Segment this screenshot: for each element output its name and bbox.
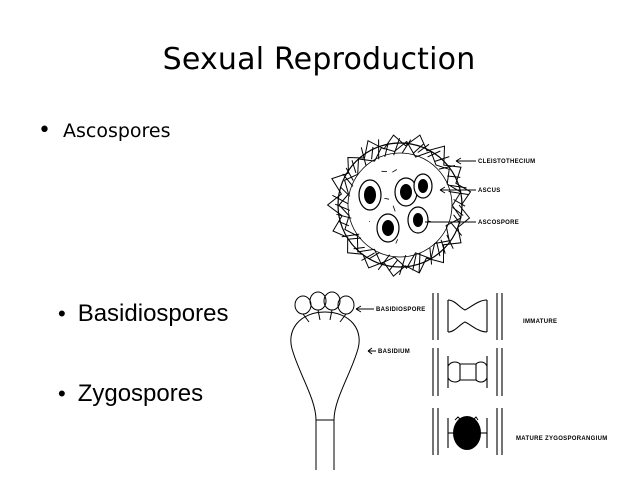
inner-strand	[392, 169, 398, 173]
inner-strand	[392, 205, 396, 212]
inner-strand	[384, 198, 390, 200]
slide-title: Sexual Reproduction	[162, 42, 476, 77]
asci	[358, 173, 433, 243]
mesh-strand	[434, 156, 450, 162]
mesh-strand	[412, 254, 417, 271]
basidium-body	[290, 311, 360, 470]
appendage-mesh	[326, 134, 472, 277]
mesh-strand	[446, 234, 454, 249]
mesh-strand	[341, 233, 360, 238]
mesh-strand	[368, 251, 380, 260]
mesh-strand	[412, 143, 424, 154]
label-mature-zygosporangium: MATURE ZYGOSPORANGIUM	[516, 436, 608, 442]
mesh-strand	[427, 150, 441, 158]
mesh-strand	[353, 246, 365, 250]
bullet-text: Ascospores	[62, 120, 171, 142]
mesh-strand	[335, 203, 351, 211]
mesh-strand	[384, 142, 389, 158]
mesh-strand	[336, 213, 352, 219]
mesh-strand	[448, 191, 470, 196]
bullet-text: Zygospores	[77, 380, 204, 407]
zygo-stage-mature	[432, 408, 503, 455]
basidium-diagram	[290, 291, 376, 470]
label-immature: IMMATURE	[523, 319, 557, 325]
mesh-strand	[438, 165, 456, 170]
mesh-strand	[447, 175, 461, 178]
mesh-strand	[345, 167, 354, 181]
label-cleistothecium: CLEISTOTHECIUM	[478, 159, 535, 165]
bullet-dot-icon: •	[58, 381, 66, 406]
bullet-dot-icon: •	[58, 301, 66, 326]
cleistothecium-diagram: CLEISTOTHECIUM ASCUS ASCOSPORE	[326, 134, 535, 277]
basidiospores	[294, 291, 355, 323]
mesh-strand	[360, 147, 367, 166]
bullet-ascospores: • Ascospores	[38, 118, 171, 143]
label-ascus: ASCUS	[478, 188, 501, 194]
mesh-strand	[399, 255, 407, 276]
mesh-strand	[347, 237, 362, 240]
bullet-text: Basidiospores	[77, 300, 229, 327]
zygospore-diagram	[432, 293, 503, 455]
mesh-ring	[326, 134, 472, 277]
mesh-strand	[342, 173, 354, 187]
inner-strand	[368, 221, 371, 223]
bullet-basidiospores: • Basidiospores	[58, 300, 228, 328]
mesh-strand	[340, 186, 351, 197]
mesh-strand	[338, 221, 350, 227]
mesh-strand	[371, 146, 374, 160]
mesh-strand	[436, 241, 441, 257]
label-basidiospore: BASIDIOSPORE	[376, 307, 426, 313]
zygo-stage-fusing	[432, 348, 503, 396]
mesh-strand	[451, 222, 463, 236]
label-basidium: BASIDIUM	[378, 349, 410, 355]
mesh-strand	[361, 252, 375, 261]
mesh-strand	[401, 139, 412, 154]
mesh-strand	[332, 194, 349, 205]
mesh-strand	[429, 247, 433, 265]
mesh-strand	[453, 199, 466, 207]
mesh-strand	[388, 259, 398, 272]
mesh-strand	[452, 207, 464, 216]
mesh-strand	[351, 160, 357, 174]
mesh-strand	[418, 252, 421, 273]
mesh-strand	[440, 239, 446, 254]
mesh-strand	[417, 143, 430, 153]
inner-strand	[395, 239, 399, 244]
zygo-stage-immature	[432, 293, 503, 340]
bullet-zygospores: • Zygospores	[58, 380, 203, 408]
mesh-strand	[450, 184, 467, 189]
mesh-strand	[393, 138, 401, 156]
mesh-strand	[377, 254, 391, 271]
zygosporangium	[453, 416, 481, 450]
bullet-dot-icon: •	[38, 118, 51, 143]
label-ascospore: ASCOSPORE	[478, 220, 519, 226]
